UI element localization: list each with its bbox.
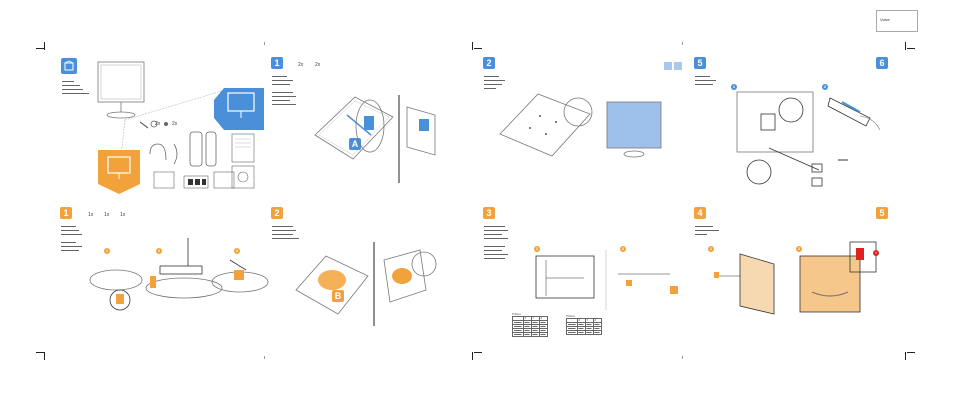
step-number: 1 — [60, 207, 72, 219]
step-text: ▬▬▬▬▬▬▬▬▬▬▬▬▬▬▬▬▬▬ — [695, 74, 716, 86]
wall-measure-illustration — [535, 250, 678, 310]
step-number: 2 — [483, 57, 495, 69]
tv-rear-illustration — [314, 96, 394, 160]
count-label: 2x — [298, 62, 304, 68]
stand-assembly-illustration — [89, 238, 269, 311]
accessory-count-b: 2x — [172, 121, 178, 127]
tv-back-brackets — [499, 93, 593, 157]
cover-label-box: Voice — [876, 10, 918, 32]
plug-illustration — [811, 159, 848, 187]
callout-1: 1 — [534, 246, 540, 252]
count-label: 1x — [120, 212, 126, 218]
step-text: ▬▬▬▬▬▬▬▬▬▬▬▬▬▬▬▬▬▬▬▬▬▬▬▬▬▬▬▬▬▬▬▬▬▬▬▬▬▬▬▬… — [484, 224, 508, 260]
callout-a: A — [349, 138, 361, 150]
step-number: 5 — [876, 207, 888, 219]
tv-stand-attach — [295, 255, 369, 315]
contents-text: ▬▬▬▬▬▬▬▬▬▬▬▬▬▬▬▬▬▬▬▬▬▬▬▬▬▬ — [62, 79, 89, 95]
tv-connections-illustration — [736, 91, 820, 185]
tv-front-illustration — [606, 101, 662, 158]
step-number: 5 — [694, 57, 706, 69]
side-view-illustration — [398, 95, 436, 183]
step-number: 2 — [271, 207, 283, 219]
callout-2: 2 — [620, 246, 626, 252]
step-text: ▬▬▬▬▬▬▬▬▬▬▬▬▬▬▬▬▬▬ — [695, 224, 719, 236]
side-view-stand — [373, 242, 437, 326]
step-number: 6 — [876, 57, 888, 69]
step-text: ▬▬▬▬▬▬▬▬▬▬▬▬▬▬▬▬▬▬▬▬▬▬▬▬▬▬▬▬▬▬▬ — [272, 224, 299, 240]
count-label: 2x — [315, 62, 321, 68]
callout-2: 2 — [822, 84, 828, 90]
callout-b: B — [332, 290, 344, 302]
zoom-detail — [355, 99, 385, 153]
stand-tag — [98, 150, 140, 194]
step-number: 4 — [694, 207, 706, 219]
accessory-count-a: 2x — [155, 121, 161, 127]
table-title: Philips — [566, 314, 575, 318]
warning-icon: ! — [873, 250, 879, 256]
callout-1: 1 — [731, 84, 737, 90]
box-icon — [61, 58, 77, 74]
tv-line-drawing — [97, 61, 145, 119]
wall-mount-illustration — [714, 253, 861, 315]
tv-back-warning — [849, 241, 877, 273]
step-text: ▬▬▬▬▬▬▬▬▬▬▬▬▬▬▬▬▬▬▬▬▬▬▬▬▬▬▬▬▬▬▬▬▬▬▬▬ — [61, 224, 82, 252]
mini-thumb — [664, 62, 672, 70]
step-text: ▬▬▬▬▬▬▬▬▬▬▬▬▬▬▬▬▬▬▬▬▬▬ — [484, 74, 505, 90]
count-label: 1x — [104, 212, 110, 218]
step-text: ▬▬▬▬▬▬▬▬▬▬▬▬▬▬▬▬▬▬▬▬▬▬▬▬▬▬▬▬▬▬▬▬▬▬▬▬▬▬▬▬… — [272, 74, 296, 106]
cover-label: Voice — [880, 17, 890, 22]
accessories — [140, 120, 255, 189]
mini-thumb — [674, 62, 682, 70]
callout-1: 1 — [708, 246, 714, 252]
remote-in-hand — [827, 97, 881, 131]
wall-mount-tag — [214, 88, 264, 130]
step-number: 1 — [271, 57, 283, 69]
table-title: Philips — [512, 312, 521, 316]
count-label: 1x — [88, 212, 94, 218]
callout-1: 1 — [104, 248, 110, 254]
callout-2: 2 — [156, 248, 162, 254]
callout-3: 3 — [234, 248, 240, 254]
step-number: 3 — [483, 207, 495, 219]
callout-2: 2 — [796, 246, 802, 252]
